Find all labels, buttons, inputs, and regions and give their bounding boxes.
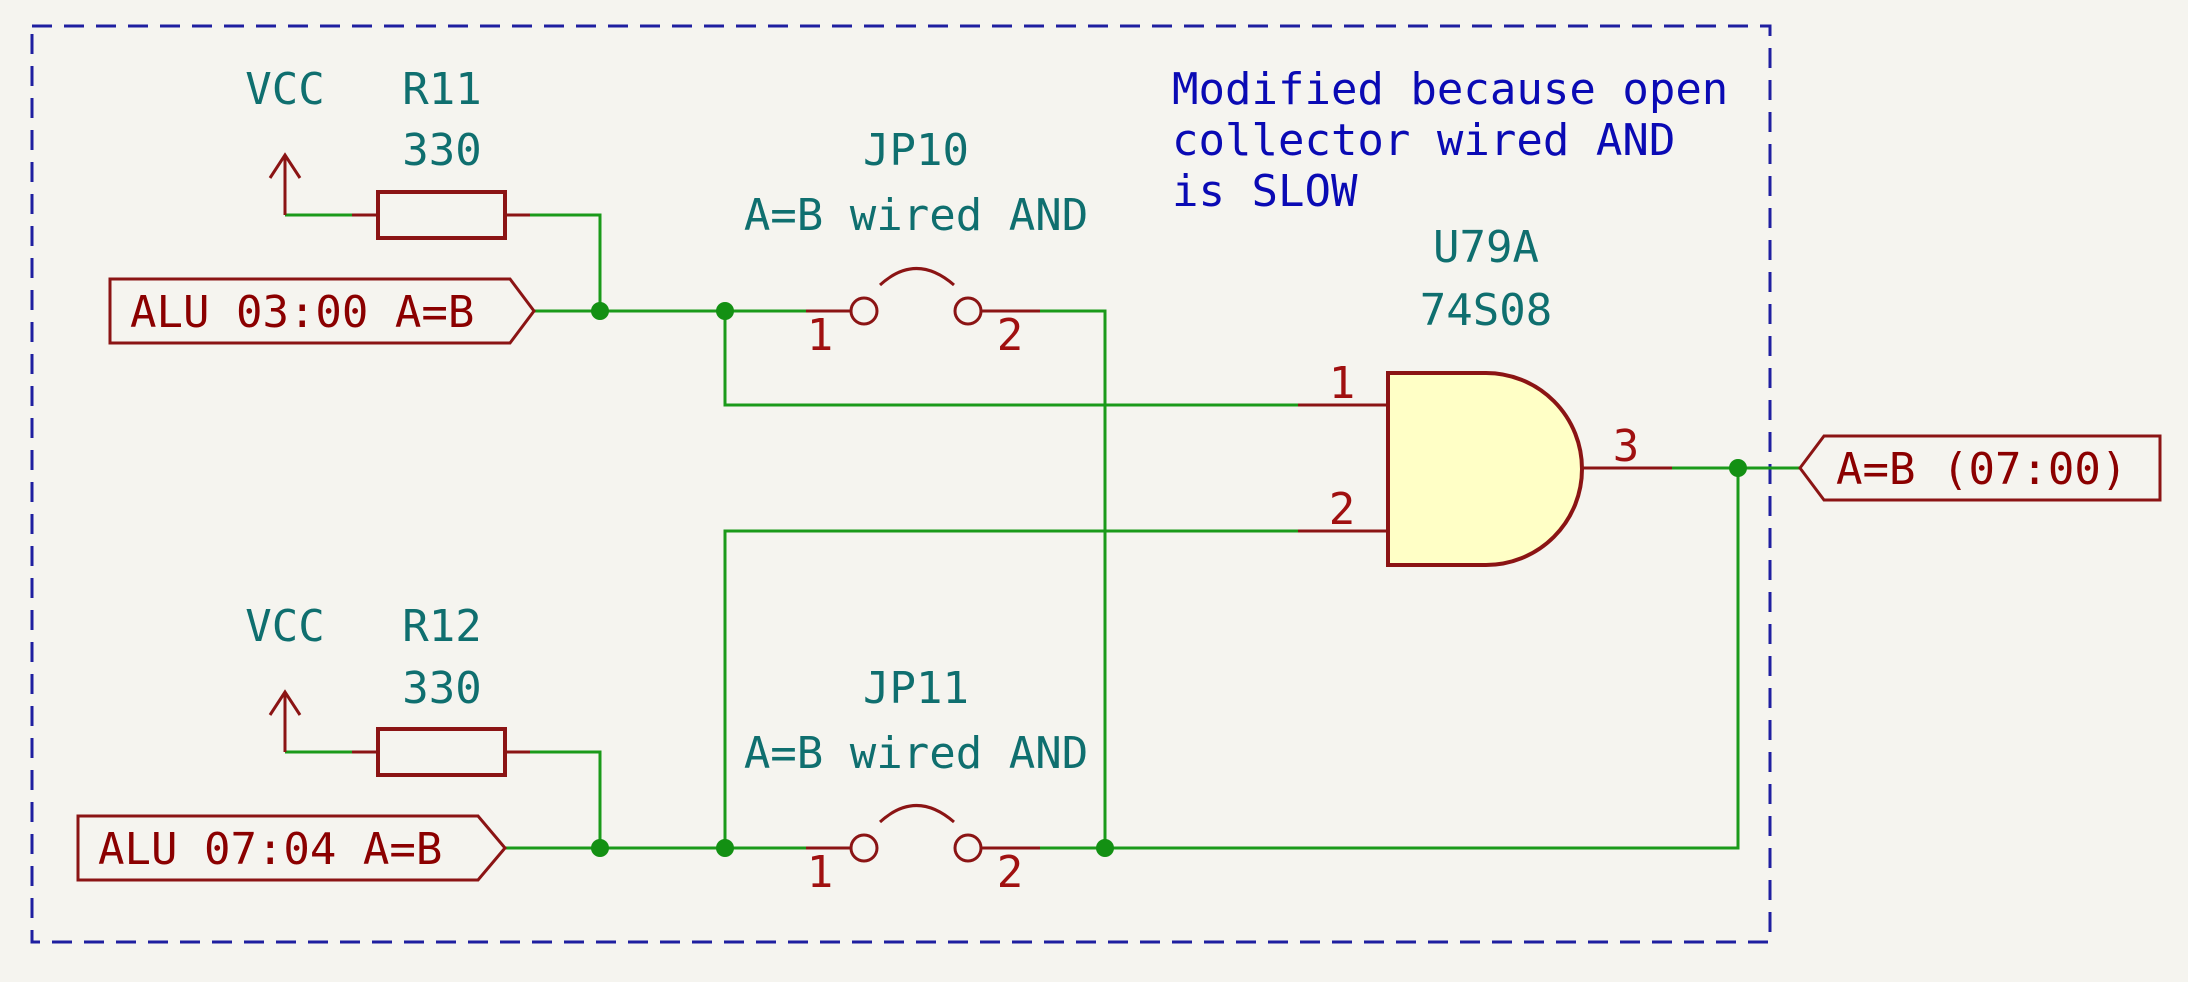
label-in-bottom-text: ALU 07:04 A=B: [98, 824, 442, 875]
wire-r12-to-node: [505, 750, 602, 848]
wire-jp10-pin2-down: [1040, 309, 1107, 848]
label-out-text: A=B (07:00): [1836, 444, 2127, 495]
note-line-1: Modified because open: [1172, 64, 1728, 115]
u79a-value: 74S08: [1420, 285, 1552, 336]
r11-ref: R11: [402, 64, 481, 115]
label-in-top-shape: [108, 277, 536, 345]
note-line-3: is SLOW: [1172, 166, 1358, 217]
vcc-top-symbol: [268, 152, 302, 215]
junctions: [591, 302, 1747, 857]
wire-gate-in1: [723, 311, 1298, 407]
junction-dot: [1729, 459, 1747, 477]
jp10-pin2-number: 2: [997, 310, 1024, 361]
jp10-value: A=B wired AND: [744, 190, 1088, 241]
wire-gate-in2: [723, 529, 1298, 848]
resistor-r12: [352, 727, 530, 777]
wire-r11-to-node: [505, 213, 602, 311]
group-border: [30, 24, 1772, 944]
junction-dot: [716, 839, 734, 857]
jp10-pin1-number: 1: [807, 310, 834, 361]
resistor-r11: [352, 190, 530, 240]
label-out-shape: [1798, 434, 2162, 502]
and-gate-u79a: [1298, 371, 1672, 567]
vcc-bottom-label: VCC: [245, 601, 324, 652]
jp11-ref: JP11: [863, 663, 969, 714]
vcc-bottom-symbol: [268, 689, 302, 752]
jp11-pin2-number: 2: [997, 847, 1024, 898]
jp11-pin1-number: 1: [807, 847, 834, 898]
junction-dot: [716, 302, 734, 320]
note-line-2: collector wired AND: [1172, 115, 1675, 166]
r12-value: 330: [402, 663, 481, 714]
wire-jp11-pin2-out: [1040, 468, 1740, 850]
label-in-top-text: ALU 03:00 A=B: [130, 287, 474, 338]
vcc-top-label: VCC: [245, 64, 324, 115]
label-in-bottom-shape: [76, 814, 507, 882]
r12-ref: R12: [402, 601, 481, 652]
junction-dot: [591, 302, 609, 320]
r11-value: 330: [402, 125, 481, 176]
jp10-ref: JP10: [863, 125, 969, 176]
jumper-jp11: [806, 804, 1040, 863]
u79a-pin2-number: 2: [1329, 484, 1356, 535]
junction-dot: [1096, 839, 1114, 857]
u79a-pin1-number: 1: [1329, 358, 1356, 409]
jp11-value: A=B wired AND: [744, 728, 1088, 779]
junction-dot: [591, 839, 609, 857]
jumper-jp10: [806, 267, 1040, 326]
u79a-pin3-number: 3: [1613, 421, 1640, 472]
u79a-ref: U79A: [1433, 222, 1539, 273]
